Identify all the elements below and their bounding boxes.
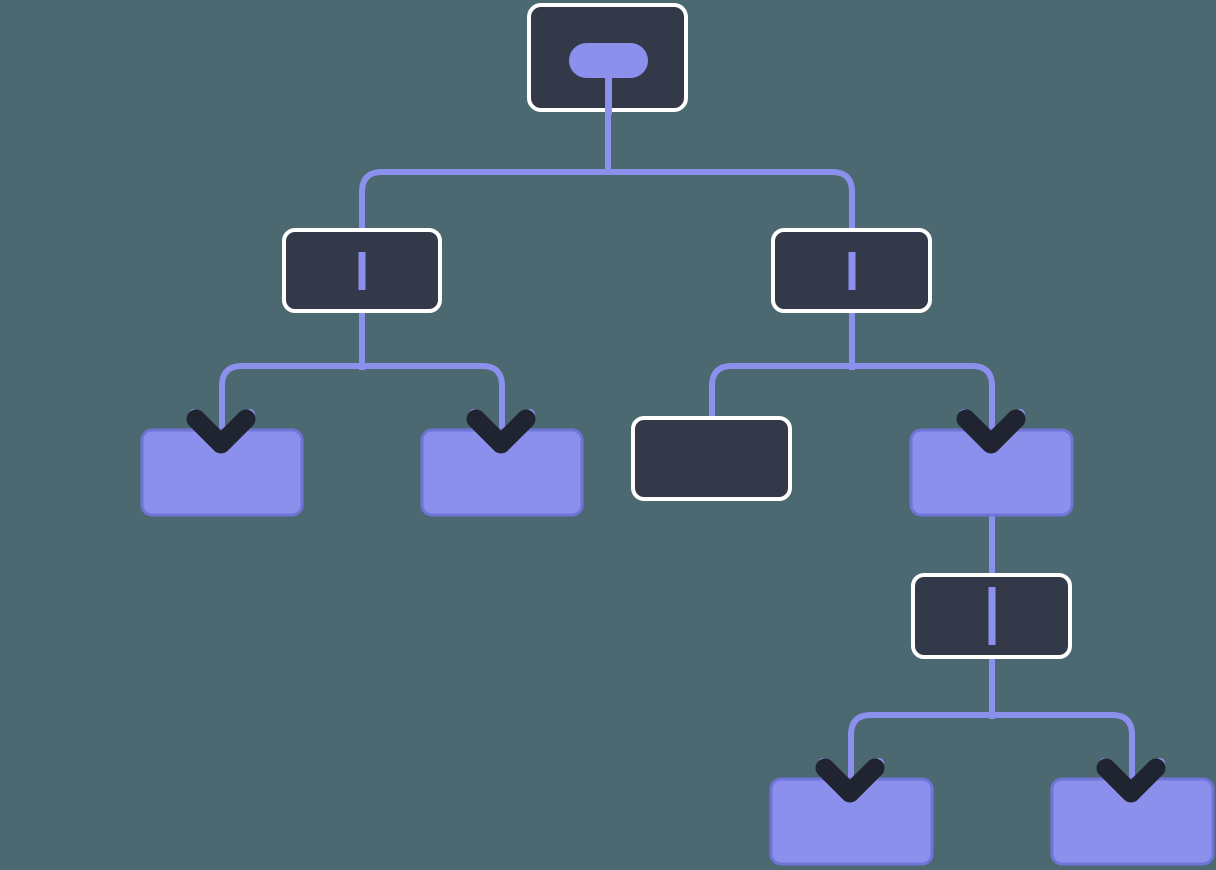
root-node-pill-icon (569, 43, 648, 78)
arrowhead-leaf-3 (956, 409, 1026, 454)
root-node[interactable] (527, 3, 688, 115)
arrowhead-leaf-3-chevron-icon (956, 409, 1026, 454)
level4-node-center-line-icon (988, 587, 996, 645)
plain-dark-node[interactable] (631, 416, 792, 501)
arrowhead-leaf-1-chevron-icon (186, 409, 256, 454)
leaf-node-layer (140, 428, 1215, 866)
arrowhead-leaf-1 (186, 409, 256, 454)
level4-node[interactable] (911, 573, 1072, 659)
dark-node-layer (282, 3, 1072, 659)
connector-bus-level4 (848, 712, 1135, 789)
root-node-stem-icon (605, 73, 612, 115)
arrowhead-leaf-2-chevron-icon (466, 409, 536, 454)
connector-bus-level2-right (709, 363, 995, 440)
connector-bus-level1 (359, 169, 855, 312)
arrowhead-leaf-2 (466, 409, 536, 454)
arrowhead-leaf-4 (815, 758, 885, 803)
level2-right-node-center-line-icon (848, 252, 856, 290)
arrowhead-layer (186, 409, 1166, 803)
arrowhead-leaf-5-chevron-icon (1096, 758, 1166, 803)
level2-right-node[interactable] (771, 228, 932, 313)
level2-left-node[interactable] (282, 228, 442, 313)
plain-dark-node-box[interactable] (631, 416, 792, 501)
arrowhead-leaf-5 (1096, 758, 1166, 803)
connector-bus-level2-left (219, 363, 505, 440)
level2-left-node-center-line-icon (358, 252, 366, 290)
arrowhead-leaf-4-chevron-icon (815, 758, 885, 803)
leaf-node-3[interactable] (909, 428, 1074, 517)
connector-layer (219, 60, 1135, 789)
